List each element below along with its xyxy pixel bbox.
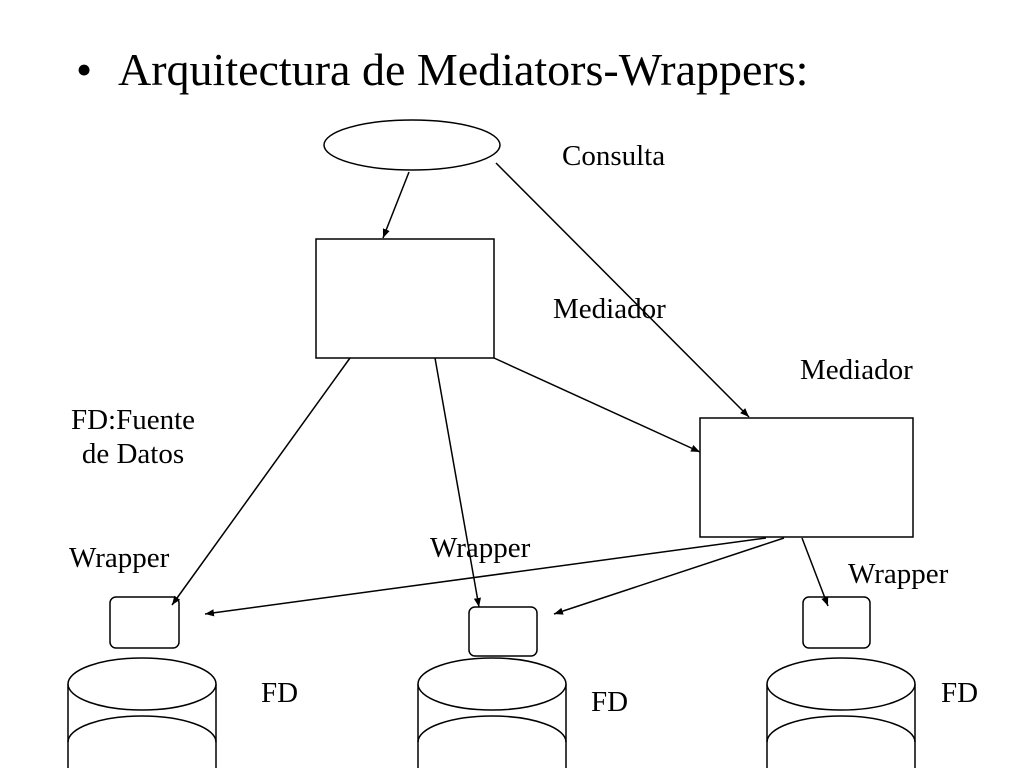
arrow-query-to-mediator-1 [382, 171, 410, 239]
label-mediador-2: Mediador [800, 354, 913, 386]
arrow-mediator-1-to-wrapper-middle [434, 357, 481, 608]
arrow-mediator-1-to-wrapper-left [171, 357, 351, 606]
label-fd-middle: FD [591, 686, 629, 718]
label-wrapper-right: Wrapper [848, 558, 949, 590]
arrow-mediator-2-to-wrapper-right [801, 537, 829, 607]
arrow-query-to-mediator-2 [495, 162, 750, 418]
label-consulta: Consulta [562, 140, 666, 172]
arrow-mediator-2-to-wrapper-left [204, 537, 767, 617]
wrapper-box-middle [468, 606, 538, 657]
label-fd-left: FD [261, 677, 299, 709]
arrow-mediator-2-to-wrapper-middle [553, 537, 785, 615]
title-text: Arquitectura de Mediators-Wrappers: [118, 44, 809, 95]
slide-title: • Arquitectura de Mediators-Wrappers: [76, 40, 808, 100]
label-wrapper-middle: Wrapper [430, 532, 531, 564]
label-mediador-1: Mediador [553, 293, 666, 325]
label-fd-legend: FD:Fuente de Datos [58, 403, 208, 471]
datasource-cylinder-right [766, 657, 916, 768]
label-fd-legend-line1: FD:Fuente [70, 404, 196, 436]
arrow-mediator-1-to-mediator-2 [493, 357, 701, 453]
label-wrapper-left: Wrapper [69, 542, 170, 574]
datasource-cylinder-middle [417, 657, 567, 768]
title-bullet: • [76, 44, 93, 95]
label-fd-legend-line2: de Datos [81, 438, 185, 470]
query-node [323, 119, 501, 171]
label-fd-right: FD [941, 677, 979, 709]
mediator-box-2 [699, 417, 914, 538]
mediator-box-1 [315, 238, 495, 359]
datasource-cylinder-left [67, 657, 217, 768]
wrapper-box-left [109, 596, 180, 649]
wrapper-box-right [802, 596, 871, 649]
